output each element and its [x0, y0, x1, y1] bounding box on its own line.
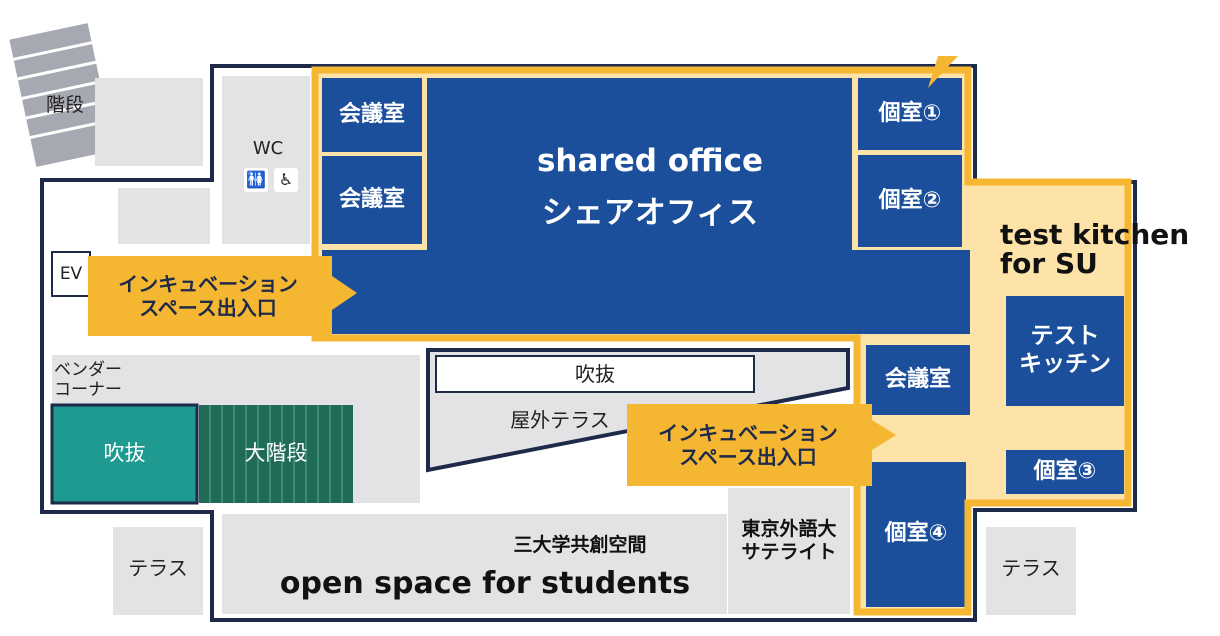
private-room-2-block — [858, 155, 962, 247]
vending-corner-label: ベンダー コーナー — [54, 360, 122, 400]
private-room-1: 個室① — [878, 100, 942, 126]
terrace-left-label: テラス — [128, 556, 188, 580]
atrium-void-left — [50, 403, 199, 505]
collab-space-area — [222, 514, 727, 614]
test-kitchen-en: test kitchen for SU — [1000, 217, 1190, 280]
stairs-label: 階段 — [45, 93, 84, 116]
private-room-1-block — [858, 78, 962, 150]
private-room-4: 個室④ — [884, 521, 948, 547]
atrium-label-left: 吹抜 — [103, 441, 146, 466]
private-room-3-block — [1006, 450, 1124, 494]
wc-area — [222, 76, 310, 244]
private-room-3: 個室③ — [1033, 458, 1097, 484]
entrance-arrow-1 — [88, 256, 357, 336]
incubation-entrance-label-2: インキュベーション スペース出入口 — [658, 421, 838, 469]
tufs-satellite-area — [728, 488, 850, 614]
entrance-arrow-2 — [627, 404, 896, 486]
meeting-room-1-block — [322, 78, 422, 152]
meeting-room-3-block — [866, 345, 970, 415]
restroom-icon: 🚻 — [244, 168, 268, 192]
shared-office-block — [322, 78, 970, 334]
outdoor-terrace-label: 屋外テラス — [510, 408, 610, 432]
incubation-space-border — [311, 66, 1132, 616]
ev-label: EV — [59, 263, 83, 284]
collab-space-jp: 三大学共創空間 — [513, 533, 647, 556]
meeting-room-3: 会議室 — [884, 366, 951, 392]
grand-stairs-label: 大階段 — [244, 441, 308, 466]
atrium-label-top: 吹抜 — [575, 362, 615, 386]
terrace-right-area — [986, 527, 1076, 615]
incubation-border-notch — [928, 56, 958, 88]
meeting-room-1: 会議室 — [338, 101, 405, 127]
atrium-void-top — [435, 355, 755, 393]
test-kitchen-jp: テスト キッチン — [1019, 323, 1111, 377]
shared-office-en: shared office — [536, 143, 763, 180]
grand-stairs-block — [199, 405, 353, 503]
private-room-4-block — [866, 462, 966, 607]
gray-room — [118, 188, 210, 244]
grand-stairs-steps — [209, 405, 343, 503]
stairs-landing — [95, 78, 203, 166]
wheelchair-icon: ♿ — [274, 168, 298, 192]
tufs-satellite-label: 東京外語大 サテライト — [741, 518, 837, 563]
collab-space-en: open space for students — [279, 566, 691, 601]
external-stairs — [9, 23, 115, 167]
meeting-room-2: 会議室 — [338, 186, 405, 212]
incubation-entrance-label-1: インキュベーション スペース出入口 — [118, 272, 298, 320]
wc-label: WC — [252, 138, 284, 160]
meeting-room-2-block — [322, 156, 422, 244]
shared-office-jp: シェアオフィス — [541, 195, 759, 232]
terrace-left-area — [113, 527, 203, 615]
private-room-2: 個室② — [878, 187, 942, 213]
test-kitchen-block — [1006, 296, 1124, 406]
terrace-right-label: テラス — [1001, 556, 1061, 580]
